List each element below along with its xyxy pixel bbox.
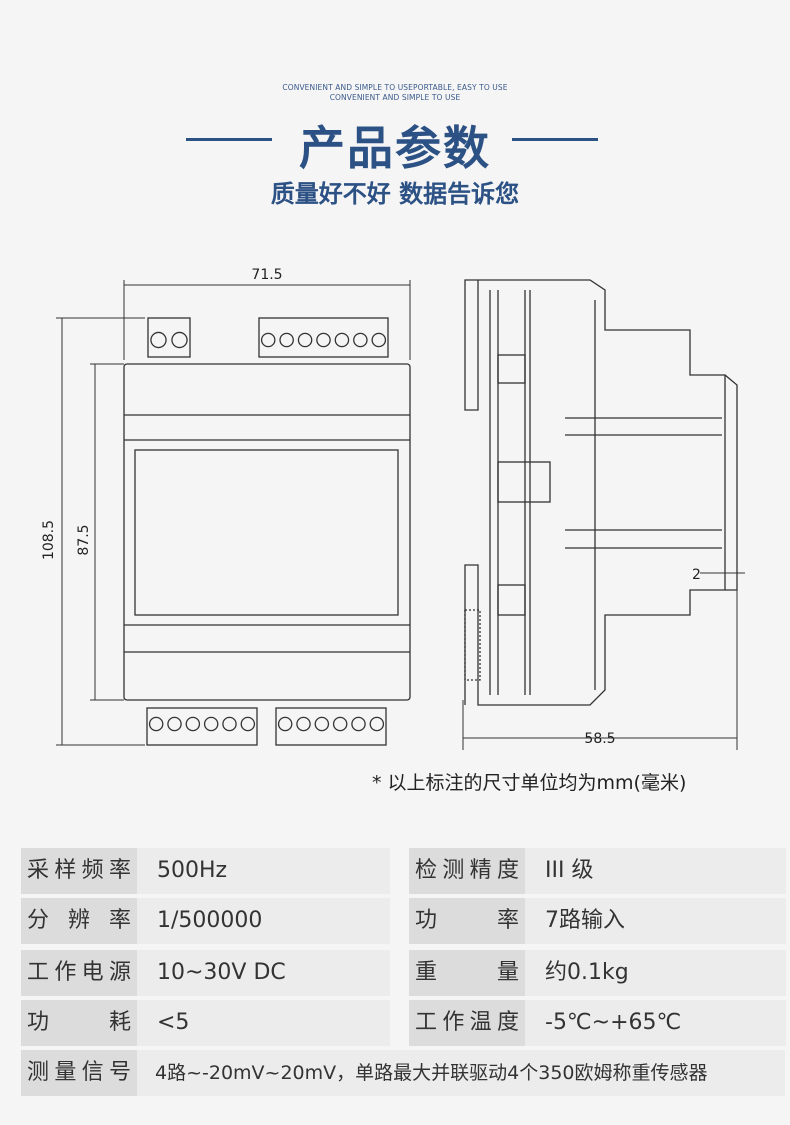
terminal-screw: [334, 332, 350, 348]
spec-label: 分辨率: [21, 898, 137, 944]
spec-label-char: 源: [108, 960, 131, 985]
terminal-screw: [351, 716, 366, 732]
spec-label-char: 温: [469, 1010, 492, 1035]
spec-label-char: 量: [496, 960, 519, 985]
spec-label-char: 工: [27, 960, 50, 985]
spec-value: 500Hz: [137, 848, 390, 894]
spec-label-char: 度: [496, 858, 519, 883]
terminal-screw: [260, 332, 276, 348]
terminal-block: [147, 317, 191, 358]
spec-label-char: 样: [54, 858, 77, 883]
total-height-dimension: 108.5: [41, 520, 57, 560]
dimension-drawing: 71.5 108.5 87.5 58.5 2: [41, 267, 745, 750]
terminal-screw: [148, 716, 164, 732]
terminal-screw: [277, 716, 293, 732]
spec-label-char: 工: [415, 1010, 438, 1035]
english-tagline-2: CONVENIENT AND SIMPLE TO USE: [329, 93, 461, 102]
terminal-screw: [369, 716, 385, 732]
spec-label: 测量信号: [21, 1050, 137, 1096]
front-view: [123, 317, 411, 746]
spec-label-char: 耗: [108, 1010, 131, 1035]
page-subtitle: 质量好不好 数据告诉您: [270, 180, 520, 208]
spec-label-char: 信: [81, 1060, 104, 1085]
spec-label-char: 功: [27, 1010, 50, 1035]
wall-dimension: 2: [692, 567, 701, 583]
spec-value: III 级: [525, 848, 786, 894]
terminal-screw: [332, 716, 348, 732]
spec-value: 约0.1kg: [525, 950, 786, 996]
terminal-screw: [371, 332, 387, 348]
spec-label-char: 率: [108, 858, 131, 883]
depth-dimension: 58.5: [584, 731, 615, 747]
spec-label-char: 分: [27, 908, 50, 933]
width-dimension: 71.5: [251, 267, 282, 283]
terminal-screw: [185, 716, 201, 732]
spec-label-char: 重: [415, 960, 438, 985]
spec-value: 1/500000: [137, 898, 390, 944]
title-rule-left: [186, 138, 272, 141]
spec-value: 7路输入: [525, 898, 786, 944]
terminal-screw: [296, 716, 311, 732]
spec-label-char: 功: [415, 908, 438, 933]
body-height-dimension: 87.5: [76, 524, 92, 555]
terminal-screw: [240, 716, 256, 732]
side-view: [464, 279, 738, 706]
spec-label: 重量: [409, 950, 525, 996]
spec-label-char: 检: [415, 858, 438, 883]
spec-label-char: 率: [108, 908, 131, 933]
terminal-block: [275, 707, 387, 746]
terminal-screw: [316, 332, 331, 348]
terminal-screw: [171, 331, 188, 349]
terminal-screw: [353, 332, 368, 348]
spec-value: 10~30V DC: [137, 950, 390, 996]
spec-label-char: 作: [442, 1010, 465, 1035]
english-tagline-1: CONVENIENT AND SIMPLE TO USEPORTABLE, EA…: [282, 83, 508, 92]
terminal-block: [146, 707, 258, 746]
terminal-screw: [314, 716, 330, 732]
spec-label-char: 量: [54, 1060, 77, 1085]
spec-label: 工作温度: [409, 1000, 525, 1046]
spec-value: -5℃~+65℃: [525, 1000, 786, 1046]
spec-value: <5: [137, 1000, 390, 1046]
spec-label-char: 精: [469, 858, 492, 883]
spec-label-char: 电: [81, 960, 104, 985]
terminal-block: [258, 317, 389, 358]
spec-label: 采样频率: [21, 848, 137, 894]
units-note: * 以上标注的尺寸单位均为mm(毫米): [372, 772, 687, 794]
spec-label: 功耗: [21, 1000, 137, 1046]
terminal-screw: [279, 332, 294, 348]
terminal-screw: [150, 331, 167, 349]
terminal-screw: [297, 332, 313, 348]
terminal-screw: [203, 716, 219, 732]
title-rule-right: [512, 138, 598, 141]
terminal-screw: [222, 716, 237, 732]
spec-label: 工作电源: [21, 950, 137, 996]
spec-label-char: 率: [496, 908, 519, 933]
spec-label-char: 采: [27, 858, 50, 883]
spec-label-char: 辨: [67, 908, 90, 933]
spec-label-char: 测: [442, 858, 465, 883]
spec-label-char: 作: [54, 960, 77, 985]
page-title: 产品参数: [299, 121, 491, 175]
spec-label-char: 测: [27, 1060, 50, 1085]
spec-label-char: 频: [81, 858, 104, 883]
spec-label: 检测精度: [409, 848, 525, 894]
display-window: [134, 449, 399, 616]
spec-value: 4路~-20mV~20mV，单路最大并联驱动4个350欧姆称重传感器: [137, 1050, 785, 1096]
spec-label-char: 号: [108, 1060, 131, 1085]
terminal-screw: [167, 716, 182, 732]
spec-label-char: 度: [496, 1010, 519, 1035]
spec-label: 功率: [409, 898, 525, 944]
